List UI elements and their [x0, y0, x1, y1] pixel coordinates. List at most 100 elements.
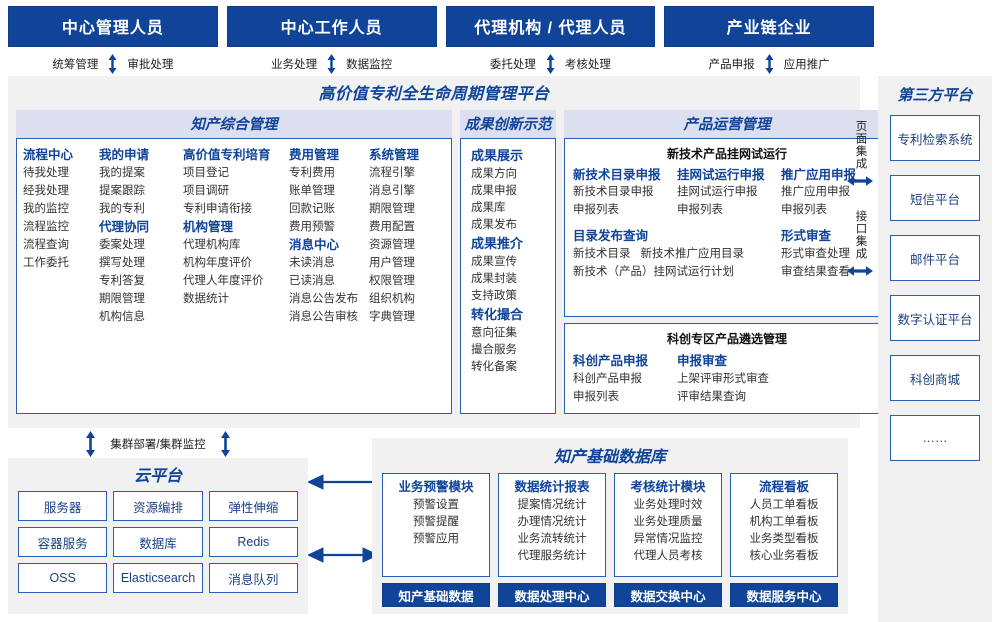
- role-title-center-manager[interactable]: 中心管理人员: [8, 6, 218, 47]
- ip-item[interactable]: 我的提案: [99, 167, 145, 179]
- ip-item[interactable]: 待我处理: [23, 167, 69, 179]
- ach-item[interactable]: 撮合服务: [471, 344, 517, 356]
- ach-item[interactable]: 支持政策: [471, 290, 517, 302]
- third-party-item-digital-cert[interactable]: 数字认证平台: [890, 295, 980, 341]
- product-head[interactable]: 挂网试运行申报: [677, 168, 765, 182]
- ip-item[interactable]: 项目调研: [183, 185, 229, 197]
- ip-item[interactable]: 我的监控: [23, 203, 69, 215]
- ip-head[interactable]: 机构管理: [183, 220, 234, 234]
- db-head[interactable]: 业务预警模块: [398, 480, 474, 494]
- db-item[interactable]: 代理服务统计: [517, 550, 587, 562]
- ip-item[interactable]: 数据统计: [183, 293, 229, 305]
- db-head[interactable]: 流程看板: [758, 480, 809, 494]
- ip-item[interactable]: 专利申请衔接: [183, 203, 252, 215]
- cloud-item-redis[interactable]: Redis: [208, 527, 298, 557]
- ach-item[interactable]: 成果封装: [471, 273, 517, 285]
- ip-item[interactable]: 未读消息: [289, 257, 335, 269]
- ip-item[interactable]: 费用预警: [289, 221, 335, 233]
- ip-head[interactable]: 消息中心: [289, 238, 340, 252]
- db-item[interactable]: 异常情况监控: [633, 533, 703, 545]
- ip-item[interactable]: 机构年度评价: [183, 257, 252, 269]
- product-head[interactable]: 推广应用申报: [781, 168, 857, 182]
- db-item[interactable]: 预警应用: [413, 533, 459, 545]
- ip-item[interactable]: 账单管理: [289, 185, 335, 197]
- product-head[interactable]: 形式审查: [781, 229, 832, 243]
- ip-item[interactable]: 消息公告发布: [289, 293, 358, 305]
- ip-item[interactable]: 流程查询: [23, 239, 69, 251]
- db-item[interactable]: 人员工单看板: [749, 499, 819, 511]
- ip-item[interactable]: 用户管理: [369, 257, 415, 269]
- ach-item[interactable]: 意向征集: [471, 327, 517, 339]
- product-item[interactable]: 审查结果查看: [781, 266, 850, 278]
- ip-head[interactable]: 费用管理: [289, 148, 340, 162]
- ip-item[interactable]: 消息引擎: [369, 185, 415, 197]
- sci-item[interactable]: 上架评审形式审查: [677, 373, 769, 385]
- db-item[interactable]: 预警设置: [413, 499, 459, 511]
- ip-item[interactable]: 我的专利: [99, 203, 145, 215]
- db-item[interactable]: 业务处理时效: [633, 499, 703, 511]
- ip-item[interactable]: 机构信息: [99, 311, 145, 323]
- ip-head[interactable]: 我的申请: [99, 148, 150, 162]
- cloud-item-mq[interactable]: 消息队列: [208, 563, 298, 593]
- product-item[interactable]: 申报列表: [573, 204, 619, 216]
- ach-head[interactable]: 转化撮合: [471, 307, 524, 322]
- product-item[interactable]: 形式审查处理: [781, 248, 850, 260]
- product-item[interactable]: 申报列表: [781, 204, 827, 216]
- db-footer-processing-center[interactable]: 数据处理中心: [498, 583, 606, 607]
- sci-head[interactable]: 科创产品申报: [573, 354, 649, 368]
- product-item[interactable]: 挂网试运行申报: [677, 186, 758, 198]
- ip-item[interactable]: 已读消息: [289, 275, 335, 287]
- product-item[interactable]: 新技术目录申报: [573, 186, 654, 198]
- product-item[interactable]: 推广应用申报: [781, 186, 850, 198]
- sci-item[interactable]: 评审结果查询: [677, 391, 746, 403]
- db-footer-service-center[interactable]: 数据服务中心: [730, 583, 838, 607]
- cloud-item-oss[interactable]: OSS: [18, 563, 108, 593]
- third-party-item-patent-search[interactable]: 专利检索系统: [890, 115, 980, 161]
- ip-head[interactable]: 代理协同: [99, 220, 150, 234]
- cloud-item-elasticsearch[interactable]: Elasticsearch: [113, 563, 203, 593]
- ach-head[interactable]: 成果展示: [471, 148, 524, 163]
- ip-item[interactable]: 代理机构库: [183, 239, 241, 251]
- sci-item[interactable]: 科创产品申报: [573, 373, 642, 385]
- ip-item[interactable]: 提案跟踪: [99, 185, 145, 197]
- ip-item[interactable]: 费用配置: [369, 221, 415, 233]
- ach-item[interactable]: 成果宣传: [471, 256, 517, 268]
- third-party-item-email[interactable]: 邮件平台: [890, 235, 980, 281]
- role-title-agency[interactable]: 代理机构 / 代理人员: [445, 6, 656, 47]
- ip-item[interactable]: 流程监控: [23, 221, 69, 233]
- db-item[interactable]: 机构工单看板: [749, 516, 819, 528]
- ip-item[interactable]: 撰写处理: [99, 257, 145, 269]
- cloud-item-container[interactable]: 容器服务: [18, 527, 108, 557]
- ip-item[interactable]: 流程引擎: [369, 167, 415, 179]
- ach-head[interactable]: 成果推介: [471, 236, 524, 251]
- sci-head[interactable]: 申报审查: [677, 354, 728, 368]
- sci-item[interactable]: 申报列表: [573, 391, 619, 403]
- db-head[interactable]: 数据统计报表: [514, 480, 590, 494]
- cloud-item-database[interactable]: 数据库: [113, 527, 203, 557]
- product-item[interactable]: 申报列表: [677, 204, 723, 216]
- db-item[interactable]: 办理情况统计: [517, 516, 587, 528]
- ip-item[interactable]: 权限管理: [369, 275, 415, 287]
- product-item[interactable]: 新技术（产品）挂网试运行计划: [573, 266, 734, 278]
- cloud-item-server[interactable]: 服务器: [18, 491, 108, 521]
- cloud-item-orchestration[interactable]: 资源编排: [113, 491, 203, 521]
- role-title-industry-chain[interactable]: 产业链企业: [664, 6, 874, 47]
- ip-item[interactable]: 委案处理: [99, 239, 145, 251]
- db-item[interactable]: 预警提醒: [413, 516, 459, 528]
- ach-item[interactable]: 成果方向: [471, 168, 517, 180]
- ach-item[interactable]: 成果申报: [471, 185, 517, 197]
- product-head[interactable]: 目录发布查询: [573, 229, 649, 243]
- db-item[interactable]: 代理人员考核: [633, 550, 703, 562]
- ach-item[interactable]: 转化备案: [471, 361, 517, 373]
- cloud-item-autoscaling[interactable]: 弹性伸缩: [208, 491, 298, 521]
- ip-item[interactable]: 期限管理: [99, 293, 145, 305]
- ach-item[interactable]: 成果库: [471, 202, 506, 214]
- ip-item[interactable]: 字典管理: [369, 311, 415, 323]
- third-party-item-more[interactable]: ……: [890, 415, 980, 461]
- ip-item[interactable]: 经我处理: [23, 185, 69, 197]
- db-item[interactable]: 提案情况统计: [517, 499, 587, 511]
- ip-item[interactable]: 专利答复: [99, 275, 145, 287]
- ip-item[interactable]: 工作委托: [23, 257, 69, 269]
- ip-item[interactable]: 组织机构: [369, 293, 415, 305]
- db-item[interactable]: 业务类型看板: [749, 533, 819, 545]
